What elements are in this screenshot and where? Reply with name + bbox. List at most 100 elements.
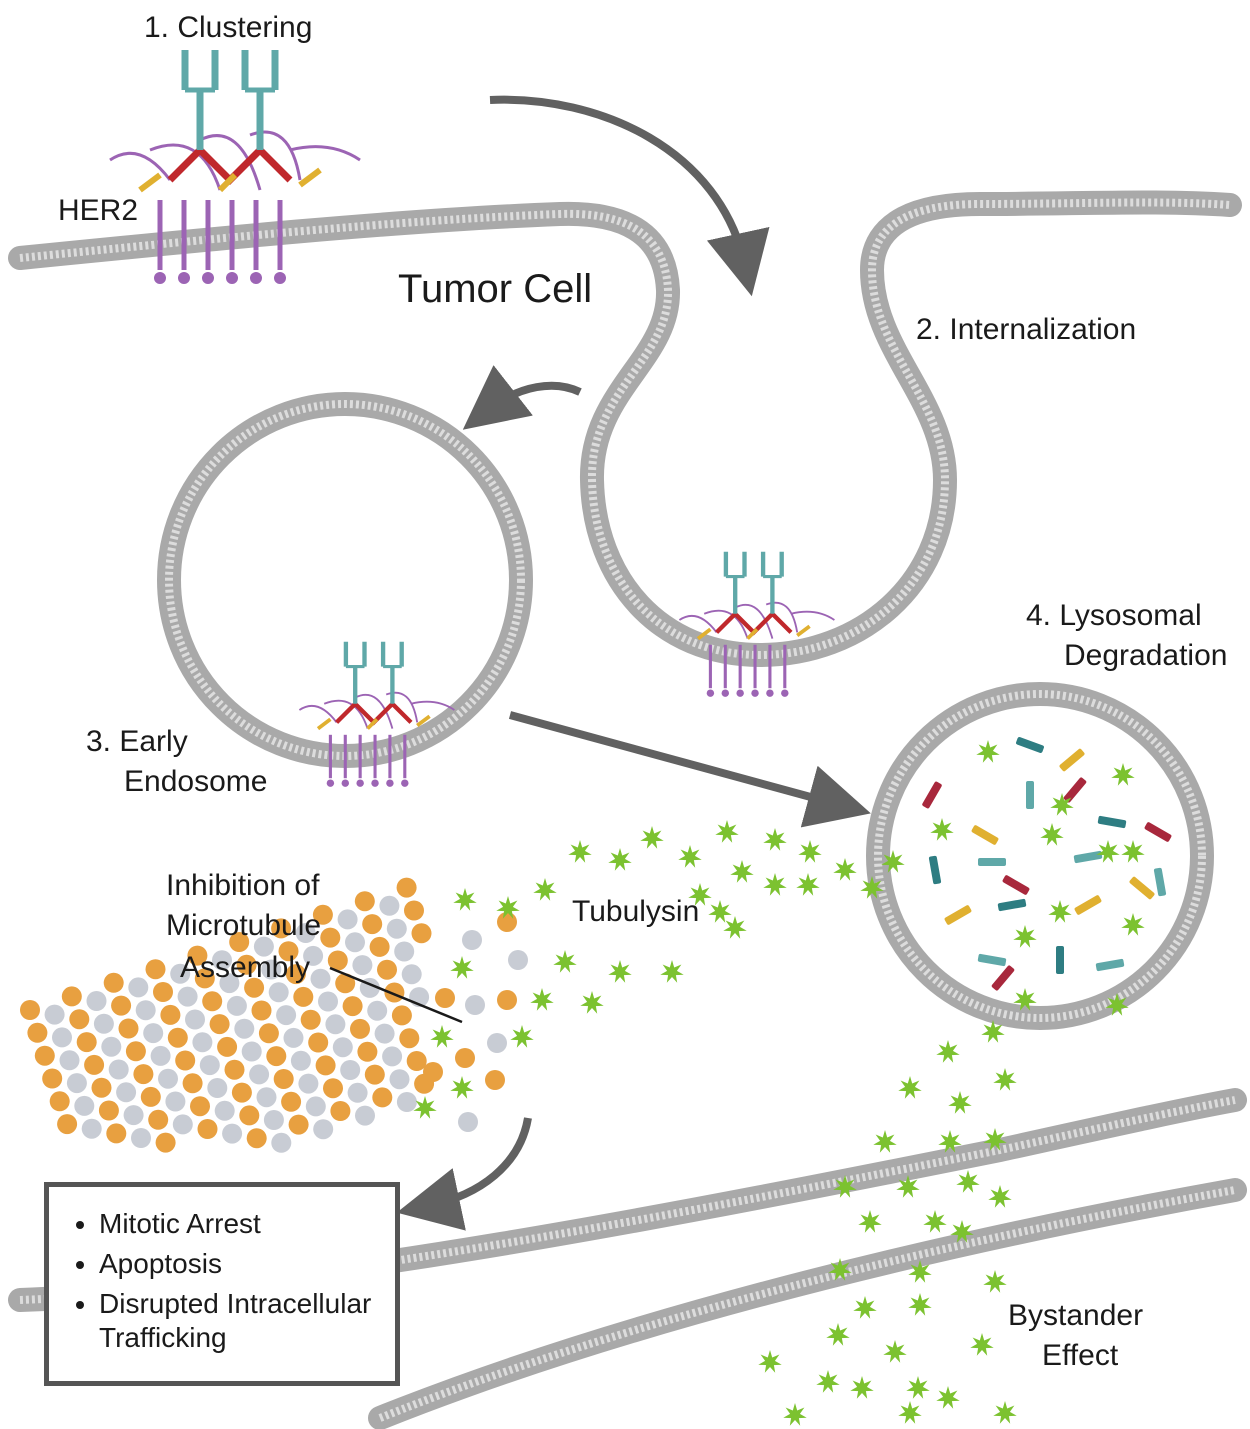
tubulin-subunit [167,1027,188,1048]
fragment [1095,958,1125,972]
tubulin-subunit [379,895,400,916]
her2-receptor-tail [250,272,262,284]
fragment [1153,867,1167,897]
fragment [978,858,1006,866]
tubulin-subunit [217,1036,238,1057]
tubulin-subunit [330,1101,351,1121]
green-star-icon [898,1076,922,1099]
tubulin-subunit [323,1078,343,1099]
tubulin-subunit [192,1032,213,1053]
tubulin-subunit [396,877,417,898]
tubulin-subunit [84,1054,105,1075]
her2-receptor-tail [736,689,744,697]
her2-receptor-tail [706,689,715,697]
tubulin-subunit [66,1073,87,1094]
tubulin-subunit [76,1032,97,1053]
tubulin-subunit [27,1022,48,1043]
plasma-membrane-inner [19,198,1231,660]
her2-receptor-tail [386,779,394,787]
endosome-complex [298,641,455,787]
her2-receptor-tail [721,689,729,697]
green-star-icon [908,1260,932,1283]
fragment [944,905,972,925]
tubulin-subunit [44,1004,65,1025]
tubulin-subunit [369,936,390,957]
neighbor-membrane-upper-inner [19,1096,1236,1304]
microtubule [20,877,528,1153]
green-star-icon [783,1403,807,1426]
label-inhibition-3: Assembly [180,951,311,984]
green-star-icon [898,1401,922,1424]
green-star-icon [983,1128,1007,1151]
outcome-text-cont: Trafficking [99,1322,227,1353]
green-star-icon [496,896,520,919]
tubulin-subunit [231,1082,252,1103]
tubulin-subunit [320,927,341,948]
free-tubulin-subunit [462,930,482,950]
tubulin-subunit [342,996,363,1017]
green-star-icon [678,845,702,868]
tubulin-subunit [355,1105,375,1126]
fragment [1073,850,1103,864]
tubulin-subunit [318,991,338,1012]
green-star-icon [1050,793,1074,816]
tubulin-subunit [271,1132,292,1153]
her2-antibody-complexes [109,50,835,787]
tubulin-subunit [327,950,348,971]
green-star-icon [873,1130,897,1153]
tubulin-subunit [347,1082,368,1103]
tubulin-subunit [91,1077,112,1098]
fragment [1129,876,1155,900]
fragment [1056,946,1064,974]
her2-receptor-tail [371,779,379,787]
tubulin-subunit [202,991,223,1012]
outcome-item: Disrupted Intracellular Trafficking [99,1287,395,1355]
green-star-icon [906,1376,930,1399]
green-star-icon [908,1293,932,1316]
outcome-item: Apoptosis [99,1247,395,1281]
tubulin-subunit [303,945,324,966]
green-star-icon [988,1185,1012,1208]
green-star-icon [981,1020,1005,1043]
tubulin-subunit [258,1023,279,1044]
fragment [922,781,942,809]
free-tubulin-subunit [465,995,485,1015]
tubulin-subunit [290,1050,311,1071]
tubulin-subunit [20,1000,40,1020]
free-tubulin-subunit [497,990,517,1010]
surface-complex [109,50,361,284]
tubulin-subunit [145,959,166,980]
her2-receptor-tail [781,689,789,697]
outcome-box: Mitotic Arrest Apoptosis Disrupted Intra… [44,1182,400,1386]
green-star-icon [453,888,477,911]
green-star-icon [826,1323,850,1346]
tubulin-subunit [140,1086,161,1107]
fragment [928,855,942,885]
tubulin-subunit [382,1046,403,1067]
tubulin-subunit [135,1000,156,1021]
tubulin-subunit [332,1037,353,1058]
tubulin-subunit [103,972,124,993]
green-star-icon [930,818,954,841]
tubulin-subunit [406,1051,427,1071]
cell-membranes [8,190,1247,1429]
fragment [1074,895,1102,915]
green-star-icon [833,858,857,881]
tubulin-subunit [148,1109,169,1130]
tubulin-subunit [337,909,358,930]
green-star-icon [860,876,884,899]
tubulin-subunit [49,1091,70,1112]
green-star-icon [450,956,474,979]
outcome-item: Mitotic Arrest [99,1207,395,1241]
tubulin-subunit [234,1018,255,1039]
free-tubulin-subunit [508,950,528,970]
label-her2: HER2 [58,194,139,227]
antibody-icon [181,50,279,150]
tubulin-subunit [249,1064,270,1085]
tubulin-subunit [199,1055,220,1076]
tubulin-subunit [185,1009,205,1030]
tubulin-subunit [212,950,232,971]
arrow-microtubule-to-outcomes [396,1117,532,1231]
tubulin-subunit [244,977,265,998]
green-star-icon [936,1386,960,1409]
